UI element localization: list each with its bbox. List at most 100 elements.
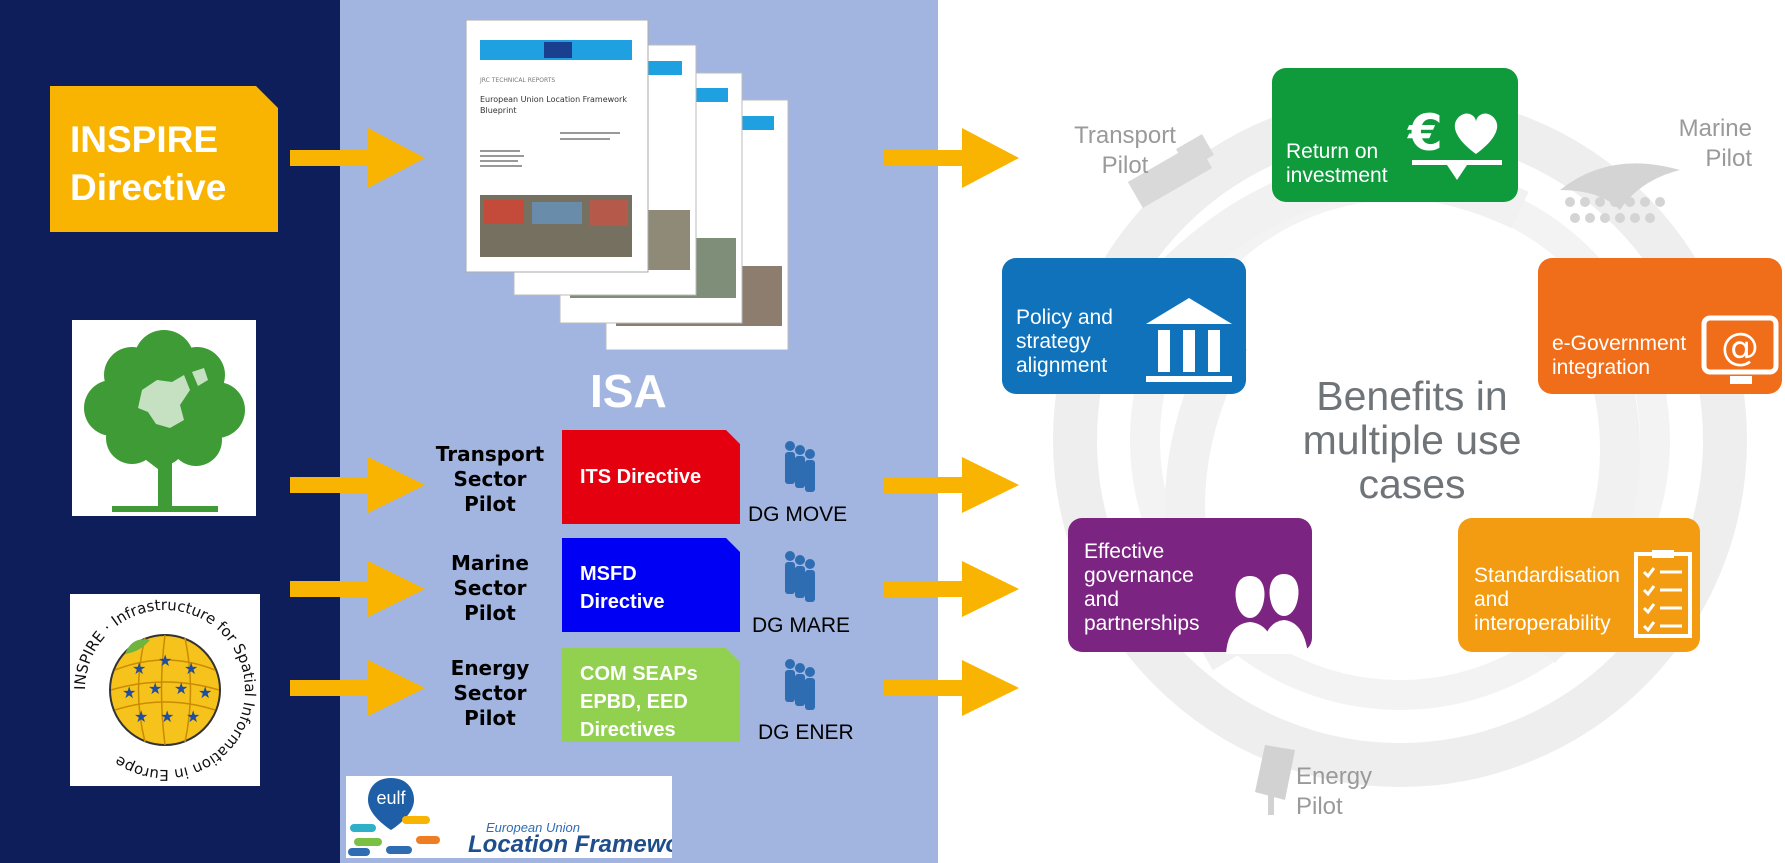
checklist-icon — [1634, 550, 1692, 638]
truck-icon — [1127, 134, 1214, 208]
card-line: alignment — [1016, 354, 1108, 377]
svg-text:★: ★ — [158, 651, 172, 670]
pilot-label-line: Transport — [435, 442, 545, 466]
energy-pilot-grey-label: Energy Pilot — [1296, 762, 1406, 822]
government-building-icon — [1146, 298, 1232, 382]
card-line: investment — [1286, 164, 1388, 187]
pilot-grey-line: Pilot — [1101, 152, 1149, 179]
folded-corner — [726, 430, 740, 444]
solar-panel-icon — [1255, 745, 1295, 815]
policy-card-text: Policy and strategy alignment — [1016, 306, 1113, 378]
europe-tree-logo — [72, 320, 256, 516]
report-stack: JRC TECHNICAL REPORTS European Union Loc… — [460, 19, 800, 351]
people-silhouette-icon — [1226, 574, 1308, 654]
inspire-globe-logo: ★★★ ★★★★ ★★★ INSPIRE · Infrastructure fo… — [70, 594, 260, 786]
at-sign-monitor-icon: @ — [1701, 315, 1779, 384]
benefits-center-text: Benefits in multiple use cases — [1262, 374, 1562, 506]
egov-card-text: e-Government integration — [1552, 332, 1686, 380]
svg-text:★: ★ — [148, 679, 162, 698]
euro-heart-scale-icon: € — [1407, 104, 1502, 180]
svg-text:★: ★ — [132, 659, 146, 678]
report-title-line1: European Union Location Framework — [480, 95, 627, 104]
eulf-small-text: European Union — [486, 820, 580, 835]
benefits-line: Benefits in — [1316, 373, 1508, 419]
standardisation-card-text: Standardisation and interoperability — [1474, 564, 1620, 636]
eulf-logo: eulf European Union Location Framework — [346, 776, 704, 858]
directive-line: MSFD — [580, 563, 637, 585]
report-pages-icon: JRC TECHNICAL REPORTS European Union Loc… — [465, 19, 789, 351]
pilot-grey-line: Marine — [1678, 115, 1752, 142]
inspire-box-line2: Directive — [70, 167, 227, 208]
directive-line: COM SEAPs — [580, 663, 698, 685]
card-line: governance — [1084, 564, 1194, 587]
arrow-right-icon — [884, 457, 1019, 513]
arrow-right-icon — [884, 128, 1019, 188]
isa-label: ISA — [590, 365, 667, 417]
benefits-line: multiple use — [1302, 417, 1522, 463]
directive-line: ITS Directive — [580, 466, 702, 488]
directive-line: Directive — [580, 591, 665, 613]
egov-card: e-Government integration @ — [1538, 258, 1782, 394]
pilot-label-line: Pilot — [464, 706, 516, 730]
svg-text:★: ★ — [122, 683, 136, 702]
pilot-grey-line: Transport — [1074, 122, 1176, 149]
people-group-icon — [785, 441, 815, 492]
people-group-icon — [785, 551, 815, 602]
inspire-globe-icon: ★★★ ★★★★ ★★★ INSPIRE · Infrastructure fo… — [71, 596, 259, 784]
directive-line: Directives — [580, 719, 676, 741]
directive-line: EPBD, EED — [580, 691, 688, 713]
pilot-grey-line: Pilot — [1296, 793, 1343, 820]
card-line: Policy and — [1016, 306, 1113, 329]
marine-pilot-label: Marine Sector Pilot — [425, 551, 555, 626]
card-line: and — [1084, 588, 1120, 611]
arrow-right-icon — [290, 457, 425, 513]
roi-card: Return on investment € — [1272, 68, 1518, 202]
svg-text:@: @ — [1721, 325, 1759, 369]
dg-ener-label: DG ENER — [758, 721, 854, 744]
report-series: JRC TECHNICAL REPORTS — [479, 77, 555, 84]
pilot-label-line: Sector — [453, 576, 527, 600]
card-line: strategy — [1016, 330, 1091, 353]
svg-text:★: ★ — [186, 707, 200, 726]
arrow-right-icon — [290, 128, 425, 188]
pilot-label-line: Sector — [453, 681, 527, 705]
card-line: interoperability — [1474, 612, 1611, 635]
pilot-grey-line: Energy — [1296, 763, 1373, 790]
tree-icon — [84, 330, 245, 512]
card-line: Standardisation — [1474, 564, 1620, 587]
dg-mare-label: DG MARE — [752, 614, 851, 637]
card-line: e-Government — [1552, 332, 1687, 355]
folded-corner — [256, 86, 278, 108]
inspire-directive-box: INSPIRE Directive — [50, 86, 278, 232]
card-line: Effective — [1084, 540, 1165, 563]
people-group-icon — [785, 659, 815, 710]
card-line: partnerships — [1084, 612, 1200, 635]
wave-fish-icon — [1560, 163, 1680, 223]
pilot-label-line: Energy — [450, 656, 530, 680]
standardisation-card: Standardisation and interoperability — [1458, 518, 1700, 652]
pilot-grey-line: Pilot — [1705, 145, 1752, 172]
governance-card: Effective governance and partnerships — [1068, 518, 1312, 654]
marine-pilot-grey-label: Marine Pilot — [1622, 114, 1752, 174]
arrow-right-icon — [884, 660, 1019, 716]
report-title-line2: Blueprint — [480, 106, 517, 115]
pilot-label-line: Marine — [451, 551, 529, 575]
svg-text:€: € — [1407, 104, 1443, 162]
svg-text:★: ★ — [160, 707, 174, 726]
arrow-right-icon — [290, 660, 425, 716]
pilot-label-line: Sector — [453, 467, 527, 491]
card-line: Return on — [1286, 140, 1379, 163]
pilot-label-line: Pilot — [464, 601, 516, 625]
governance-card-text: Effective governance and partnerships — [1084, 540, 1200, 636]
benefits-line: cases — [1358, 461, 1466, 507]
folded-corner — [726, 648, 740, 662]
svg-text:★: ★ — [174, 679, 188, 698]
transport-pilot-label: Transport Sector Pilot — [425, 442, 555, 517]
folded-corner — [726, 538, 740, 552]
svg-text:★: ★ — [198, 683, 212, 702]
eulf-big-text: Location Framework — [468, 831, 672, 858]
svg-text:★: ★ — [184, 659, 198, 678]
energy-pilot-label: Energy Sector Pilot — [425, 656, 555, 731]
msfd-directive-box: MSFD Directive — [562, 538, 740, 632]
arrow-right-icon — [290, 561, 425, 617]
